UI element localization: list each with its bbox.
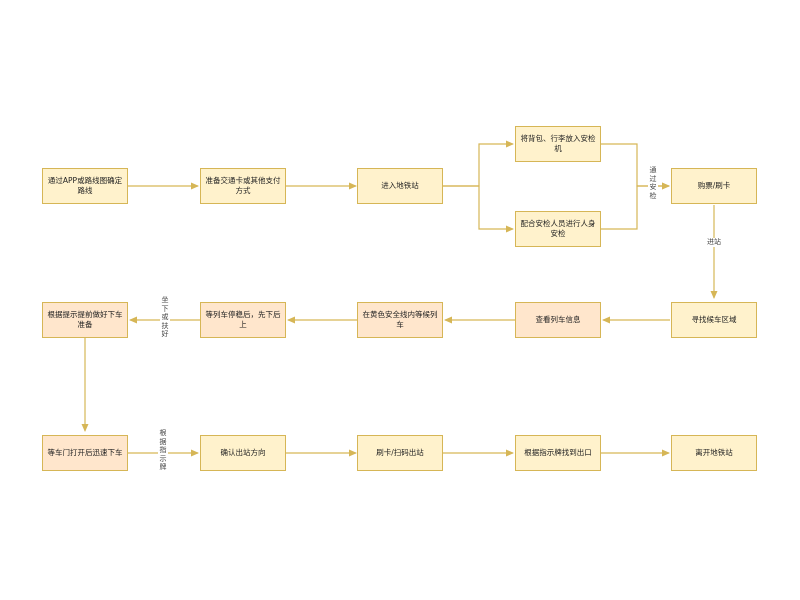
edge-label-sit-hold: 坐下或扶好 [160,296,170,339]
node-wait-yellow-line: 在黄色安全线内等候列车 [357,302,443,338]
node-exit-direction: 确认出站方向 [200,435,286,471]
node-exit-gate: 刷卡/扫码出站 [357,435,443,471]
node-bag-scan: 将背包、行李放入安检机 [515,126,601,162]
node-find-exit: 根据指示牌找到出口 [515,435,601,471]
edge-n4-n6 [600,143,670,190]
node-plan-route: 通过APP或路线图确定路线 [42,168,128,204]
node-leave-station: 离开地铁站 [671,435,757,471]
edge-n5-n6 [600,182,670,230]
node-check-train-info: 查看列车信息 [515,302,601,338]
edge-label-pass-security: 通过安检 [648,166,658,200]
edge-n3-n4 [443,140,514,187]
node-find-platform: 寻找候车区域 [671,302,757,338]
node-prepare-card: 准备交通卡或其他支付方式 [200,168,286,204]
node-body-check: 配合安检人员进行人身安检 [515,211,601,247]
edge-n3-n5 [443,185,514,233]
node-alight: 等车门打开后迅速下车 [42,435,128,471]
node-board-train: 等列车停稳后，先下后上 [200,302,286,338]
node-prepare-exit: 根据提示提前做好下车准备 [42,302,128,338]
edge-label-enter: 进站 [704,238,724,247]
node-ticket: 购票/刷卡 [671,168,757,204]
node-enter-station: 进入地铁站 [357,168,443,204]
edge-label-by-sign: 根据指示牌 [158,429,168,472]
